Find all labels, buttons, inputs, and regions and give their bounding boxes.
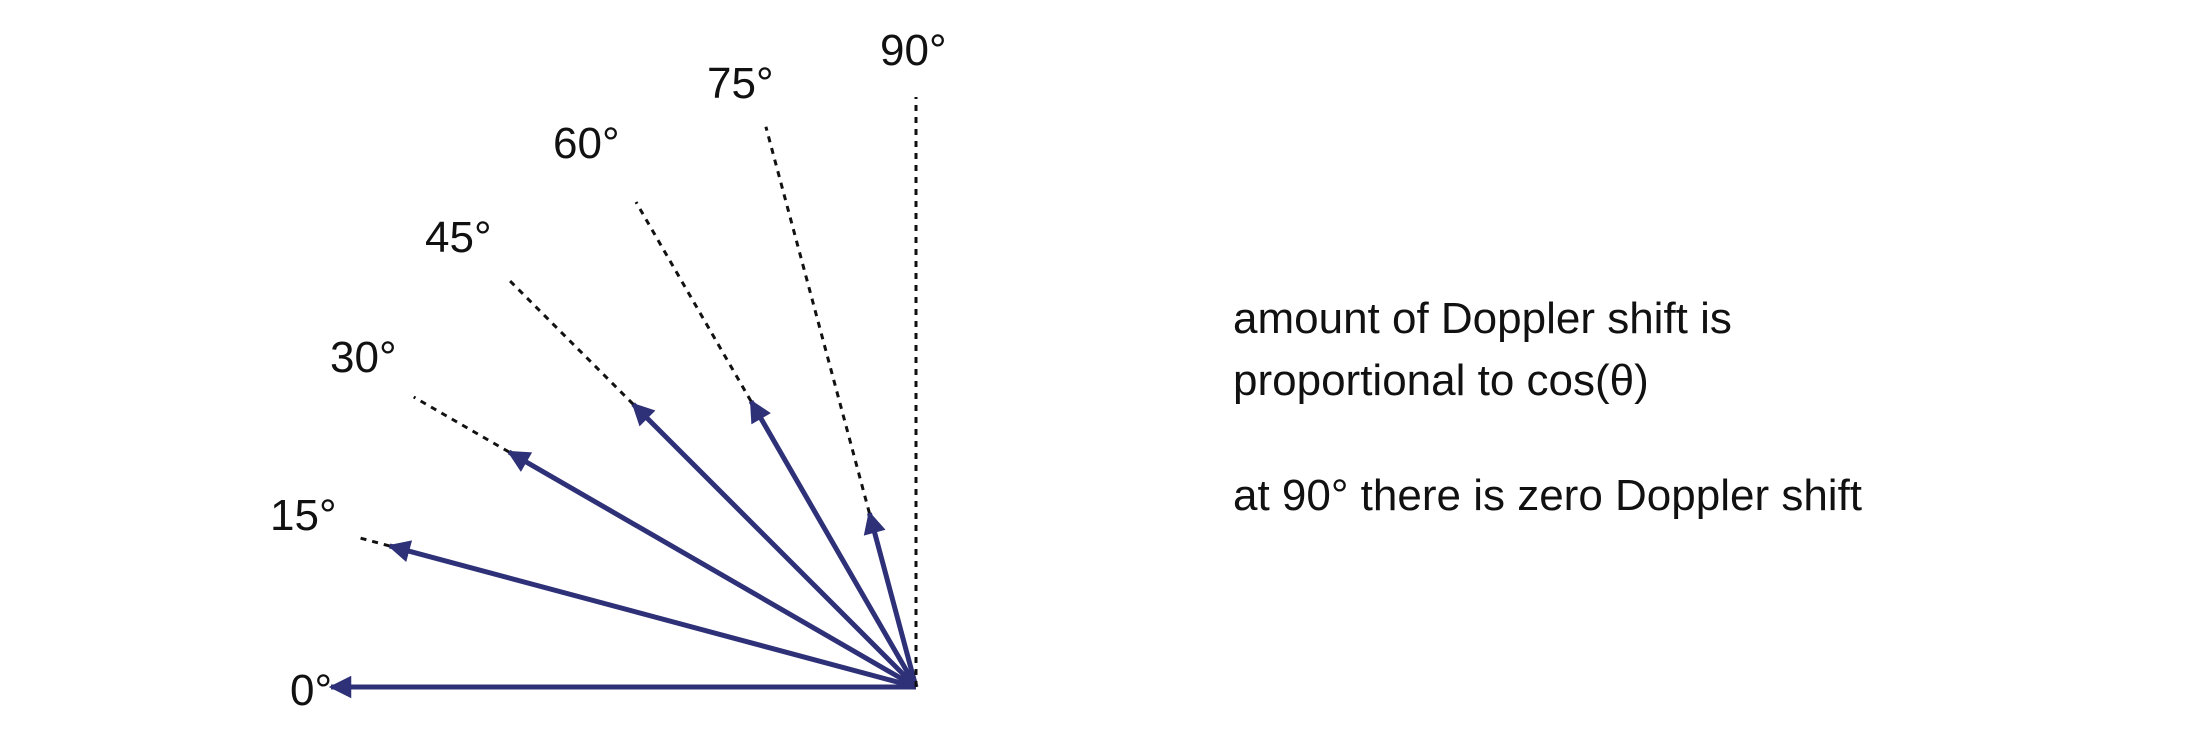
dashed-extension-45deg	[508, 279, 635, 406]
arrow-30deg	[507, 449, 918, 690]
arrow-75deg	[863, 510, 919, 688]
angle-label-45: 45°	[425, 213, 492, 262]
dashed-extension-60deg	[634, 201, 753, 402]
caption-line-2: proportional to cos(θ)	[1233, 356, 1649, 405]
angle-label-30: 30°	[330, 333, 397, 382]
dashed-extension-30deg	[412, 395, 510, 454]
arrow-60deg	[748, 399, 919, 689]
angle-labels: 0° 15° 30° 45° 60° 75° 90°	[270, 26, 947, 715]
angle-label-0: 0°	[290, 666, 332, 715]
caption-line-1: amount of Doppler shift is	[1233, 294, 1732, 343]
angle-label-60: 60°	[553, 119, 620, 168]
angle-label-15: 15°	[270, 491, 337, 540]
dashed-extension-15deg	[355, 535, 390, 548]
arrow-45deg	[631, 402, 918, 689]
arrow-15deg	[387, 540, 917, 690]
angle-rays	[328, 97, 919, 699]
angle-label-75: 75°	[707, 59, 774, 108]
angle-label-90: 90°	[880, 26, 947, 75]
caption-line-3: at 90° there is zero Doppler shift	[1233, 471, 1863, 520]
